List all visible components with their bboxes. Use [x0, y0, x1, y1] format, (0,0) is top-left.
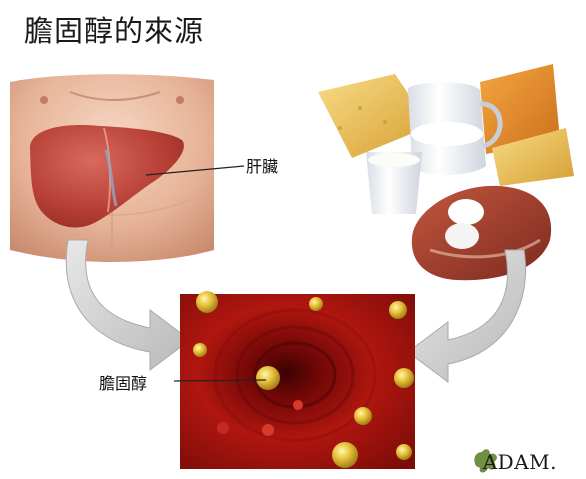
adam-logo: ADAM. — [466, 450, 557, 474]
liver-label: 肝臟 — [246, 153, 278, 177]
cholesterol-label: 膽固醇 — [99, 370, 147, 394]
adam-logo-spacer — [466, 450, 480, 474]
food-illustration — [318, 64, 574, 280]
adam-logo-text: ADAM. — [483, 450, 557, 474]
